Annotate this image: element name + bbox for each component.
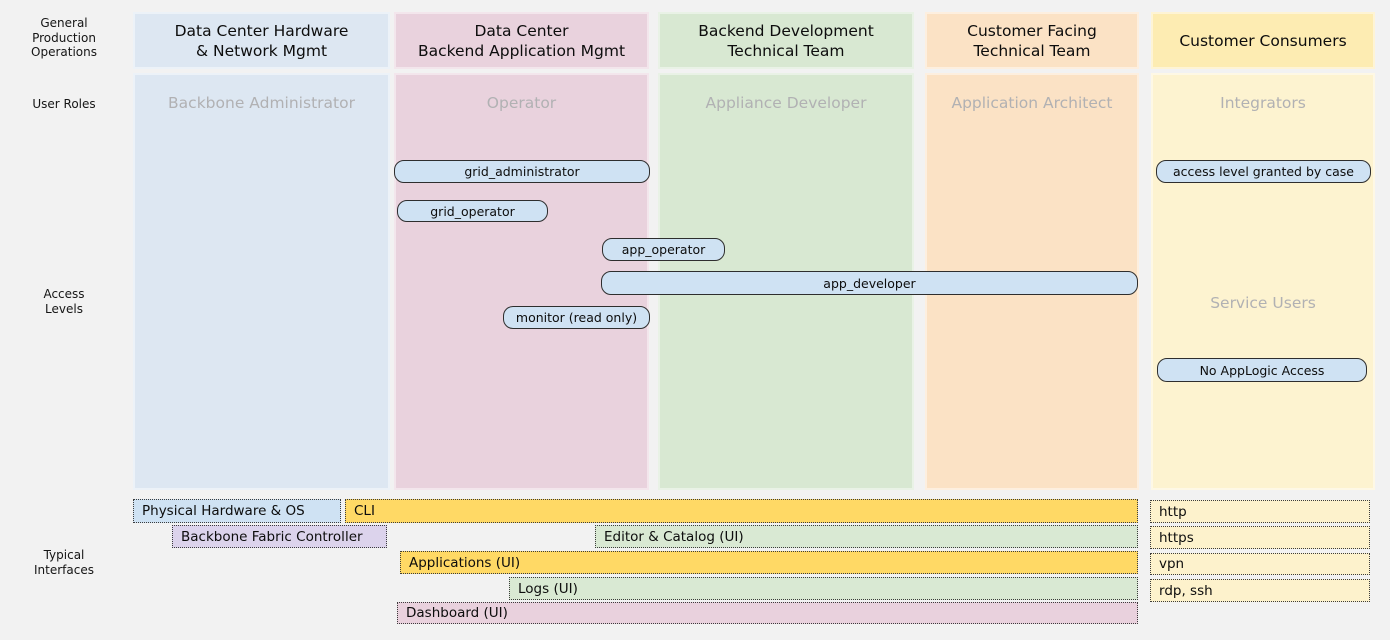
row-label-user-roles: User Roles xyxy=(32,97,96,111)
column-header-dc-hardware-network: Data Center Hardware & Network Mgmt xyxy=(133,12,390,69)
interface-bar-physical-hardware-os: Physical Hardware & OS xyxy=(133,499,341,523)
role-service-users: Service Users xyxy=(1210,294,1316,312)
column-header-customer-facing-team: Customer Facing Technical Team xyxy=(925,12,1139,69)
row-label-general-production-operations: General Production Operations xyxy=(31,16,97,59)
row-label-access-levels: Access Levels xyxy=(43,287,85,316)
protocol-box-rdp-ssh: rdp, ssh xyxy=(1150,579,1370,602)
role-integrators: Integrators xyxy=(1220,94,1306,112)
pill-grid-operator: grid_operator xyxy=(397,200,548,222)
pill-app-developer: app_developer xyxy=(601,271,1138,295)
role-appliance-developer: Appliance Developer xyxy=(705,94,867,112)
interface-bar-applications-ui: Applications (UI) xyxy=(400,551,1138,574)
pill-app-operator: app_operator xyxy=(602,238,725,261)
column-header-backend-dev-team: Backend Development Technical Team xyxy=(658,12,914,69)
column-body-dc-hardware-network: Backbone Administrator xyxy=(133,73,390,490)
interface-bar-dashboard-ui: Dashboard (UI) xyxy=(397,602,1138,624)
interface-bar-logs-ui: Logs (UI) xyxy=(509,577,1138,600)
row-label-typical-interfaces: Typical Interfaces xyxy=(34,548,94,577)
role-operator: Operator xyxy=(486,94,557,112)
interface-bar-cli: CLI xyxy=(345,499,1138,523)
role-backbone-administrator: Backbone Administrator xyxy=(168,94,355,112)
protocol-box-https: https xyxy=(1150,526,1370,549)
protocol-box-http: http xyxy=(1150,500,1370,523)
role-application-architect: Application Architect xyxy=(951,94,1113,112)
pill-no-applogic-access: No AppLogic Access xyxy=(1157,358,1367,382)
column-body-customer-consumers: Integrators xyxy=(1151,73,1375,490)
column-header-dc-backend-app-mgmt: Data Center Backend Application Mgmt xyxy=(394,12,649,69)
pill-monitor-read-only: monitor (read only) xyxy=(503,306,650,329)
interface-bar-backbone-fabric-controller: Backbone Fabric Controller xyxy=(172,525,387,548)
pill-access-level-granted-by-case: access level granted by case xyxy=(1156,160,1371,183)
protocol-box-vpn: vpn xyxy=(1150,553,1370,575)
column-header-customer-consumers: Customer Consumers xyxy=(1151,12,1375,69)
interface-bar-editor-catalog-ui: Editor & Catalog (UI) xyxy=(595,525,1138,548)
pill-grid-administrator: grid_administrator xyxy=(394,160,650,183)
